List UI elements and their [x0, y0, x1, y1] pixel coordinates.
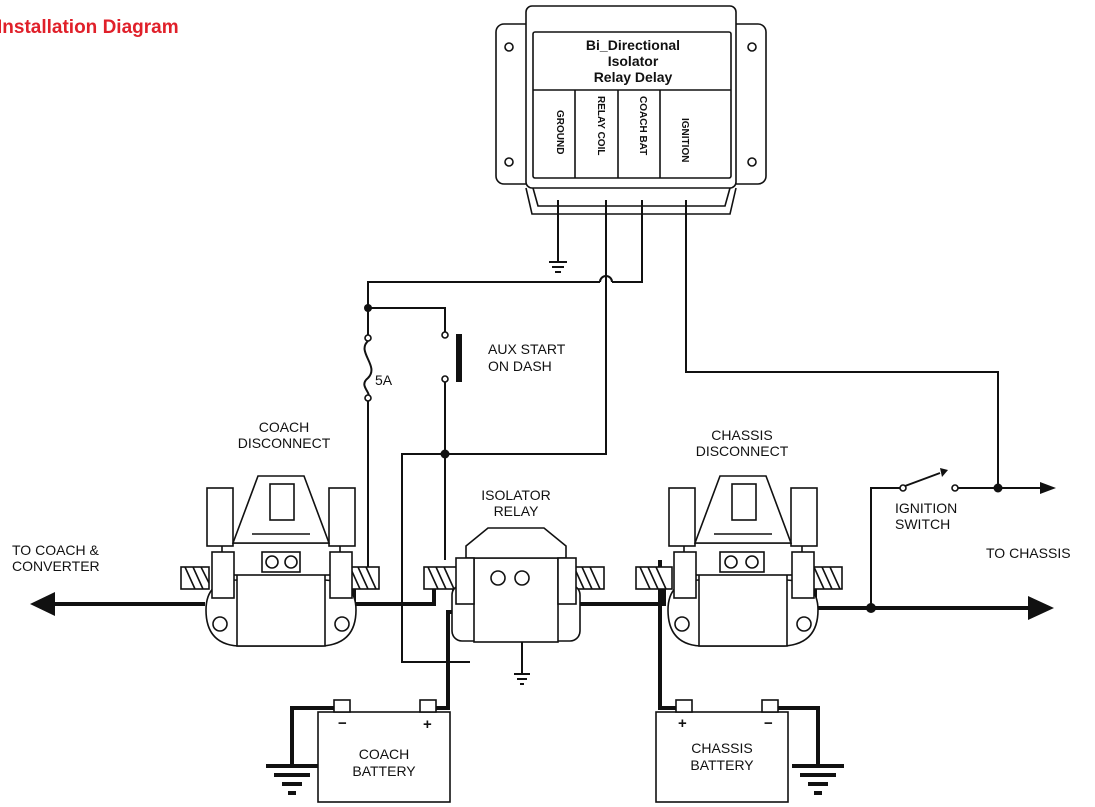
fuse-icon [363, 340, 373, 399]
coach-disconnect-label-2: DISCONNECT [238, 435, 331, 451]
arrow-icon [30, 592, 55, 616]
aux-start-label-2: ON DASH [488, 358, 552, 374]
coach-disconnect-label-1: COACH [259, 419, 310, 435]
to-coach-label-1: TO COACH & [12, 542, 100, 558]
coach-battery: − + [317, 699, 451, 803]
terminal-ground: GROUND [554, 110, 565, 154]
diagram-title: Installation Diagram [0, 17, 179, 38]
mount-hole-icon [504, 157, 514, 167]
fuse-label: 5A [375, 372, 393, 388]
chassis-disconnect-solenoid [635, 475, 843, 647]
push-button-icon [456, 334, 462, 382]
coach-battery-label-2: BATTERY [352, 763, 416, 779]
ground-icon [266, 764, 318, 795]
coach-battery-label-1: COACH [359, 746, 410, 762]
ground-icon [514, 673, 530, 685]
coach-battery-neg: − [338, 715, 347, 732]
chassis-battery-neg: − [764, 715, 773, 732]
chassis-battery-label-2: BATTERY [690, 757, 754, 773]
delay-box-title-2: Isolator [608, 53, 659, 69]
chassis-disconnect-label-1: CHASSIS [711, 427, 772, 443]
coach-disconnect-solenoid [180, 475, 380, 647]
isolator-relay-label-1: ISOLATOR [481, 487, 551, 503]
arrow-icon [1028, 596, 1054, 620]
mount-hole-icon [747, 157, 757, 167]
delay-box-title-3: Relay Delay [594, 69, 673, 85]
switch-icon [904, 472, 941, 487]
to-coach-label-2: CONVERTER [12, 558, 100, 574]
coach-battery-pos: + [423, 716, 432, 733]
terminal-coach-bat: COACH BAT [637, 96, 648, 155]
ignition-switch-label-1: IGNITION [895, 500, 957, 516]
delay-module: Bi_Directional Isolator Relay Delay GROU… [495, 5, 767, 215]
chassis-battery-label-1: CHASSIS [691, 740, 752, 756]
isolator-relay [423, 527, 605, 643]
chassis-disconnect-label-2: DISCONNECT [696, 443, 789, 459]
terminal-ignition: IGNITION [679, 118, 690, 162]
delay-box-title-1: Bi_Directional [586, 37, 680, 53]
ground-icon [792, 764, 844, 795]
mount-hole-icon [504, 42, 514, 52]
arrow-icon [1040, 482, 1056, 494]
isolator-relay-label-2: RELAY [494, 503, 540, 519]
ignition-switch-label-2: SWITCH [895, 516, 950, 532]
chassis-battery-pos: + [678, 715, 687, 732]
chassis-battery: + − [655, 699, 789, 803]
mount-hole-icon [747, 42, 757, 52]
to-chassis-label: TO CHASSIS [986, 545, 1071, 561]
aux-start-label-1: AUX START [488, 341, 566, 357]
ground-icon [549, 261, 567, 273]
terminal-relay-coil: RELAY COIL [595, 96, 606, 155]
